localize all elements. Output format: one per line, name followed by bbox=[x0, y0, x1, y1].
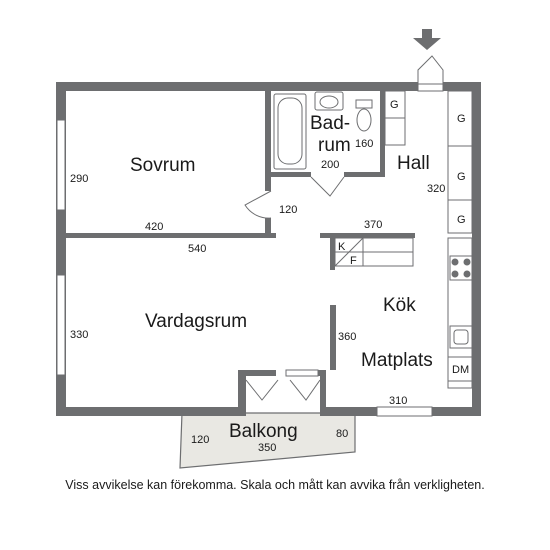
dim-sovrum-width: 420 bbox=[145, 221, 163, 233]
door-swings bbox=[244, 55, 444, 401]
dim-sovrum-height: 290 bbox=[70, 173, 88, 185]
room-label-hall: Hall bbox=[397, 153, 430, 174]
dim-kok-width: 310 bbox=[389, 395, 407, 407]
room-label-kok: Kök bbox=[383, 295, 416, 316]
stove-burners bbox=[451, 258, 471, 278]
wardrobe-label-2: G bbox=[457, 171, 466, 183]
toilet bbox=[355, 99, 373, 109]
dim-kok-height: 360 bbox=[338, 331, 356, 343]
dim-bad-width: 200 bbox=[321, 159, 339, 171]
sink bbox=[314, 91, 344, 111]
disclaimer-text: Viss avvikelse kan förekomma. Skala och … bbox=[65, 478, 485, 492]
wardrobe-label-hall: G bbox=[390, 99, 399, 111]
dishwasher-label: DM bbox=[452, 364, 469, 376]
interior-walls bbox=[66, 91, 415, 370]
windows bbox=[56, 83, 444, 417]
balcony bbox=[179, 412, 356, 469]
dim-hall-depth: 320 bbox=[427, 183, 445, 195]
dim-hall-width: 370 bbox=[364, 219, 382, 231]
dishwasher bbox=[447, 356, 473, 382]
dim-vardagsrum-height: 330 bbox=[70, 329, 88, 341]
bathtub bbox=[273, 93, 307, 170]
wardrobes bbox=[384, 90, 473, 234]
room-label-vardagsrum: Vardagsrum bbox=[145, 311, 247, 332]
room-label-balkong: Balkong bbox=[229, 421, 298, 442]
room-label-matplats: Matplats bbox=[361, 350, 433, 371]
dim-balkong-width: 350 bbox=[258, 442, 276, 454]
wardrobe-label-1: G bbox=[457, 113, 466, 125]
stove bbox=[449, 255, 473, 281]
kitchen-fixtures bbox=[334, 237, 473, 389]
dim-balkong-left: 120 bbox=[191, 434, 209, 446]
dim-hall-passage: 120 bbox=[279, 204, 297, 216]
entrance-arrow-icon bbox=[413, 29, 441, 50]
bathroom-fixtures bbox=[273, 91, 373, 170]
room-label-bad-line2: rum bbox=[318, 135, 351, 156]
room-label-bad-line1: Bad- bbox=[310, 113, 350, 134]
freezer-label: F bbox=[350, 255, 357, 267]
room-label-sovrum: Sovrum bbox=[130, 155, 195, 176]
dim-vardagsrum-width: 540 bbox=[188, 243, 206, 255]
fridge-label: K bbox=[338, 241, 346, 253]
dim-balkong-right: 80 bbox=[336, 428, 348, 440]
kitchen-counter bbox=[447, 237, 473, 389]
wardrobe-label-3: G bbox=[457, 214, 466, 226]
kitchen-sink bbox=[449, 325, 473, 349]
dim-bad-height: 160 bbox=[355, 138, 373, 150]
